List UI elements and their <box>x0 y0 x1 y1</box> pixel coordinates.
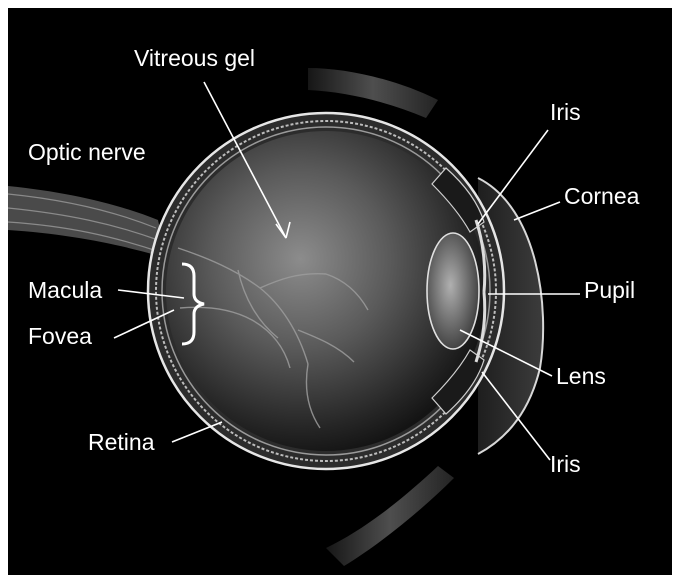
label-iris-bottom: Iris <box>550 451 581 477</box>
eye-diagram-svg: Vitreous gel Optic nerve Macula Fovea Re… <box>8 8 672 575</box>
label-lens: Lens <box>556 363 606 389</box>
label-optic-nerve: Optic nerve <box>28 139 146 165</box>
label-fovea: Fovea <box>28 323 92 349</box>
label-vitreous-gel: Vitreous gel <box>134 45 255 71</box>
leader-cornea <box>514 202 560 220</box>
lens <box>427 233 479 349</box>
leader-retina <box>172 422 222 442</box>
optic-nerve <box>8 186 166 258</box>
label-macula: Macula <box>28 277 102 303</box>
label-cornea: Cornea <box>564 183 640 209</box>
eye-diagram: Vitreous gel Optic nerve Macula Fovea Re… <box>8 8 672 575</box>
label-retina: Retina <box>88 429 155 455</box>
label-iris-top: Iris <box>550 99 581 125</box>
label-pupil: Pupil <box>584 277 635 303</box>
